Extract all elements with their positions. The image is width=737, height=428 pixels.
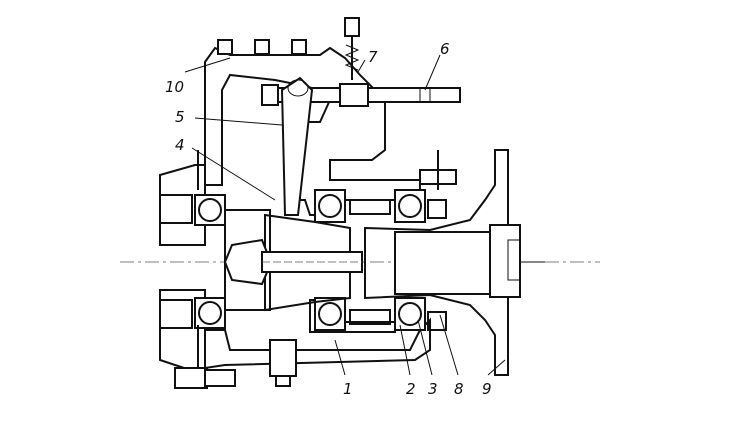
oil-seals [349, 199, 447, 331]
callout-1: 1 [343, 380, 353, 398]
callout-8: 8 [454, 380, 464, 398]
bottom-bolts [174, 325, 297, 389]
callout-10: 10 [165, 78, 184, 96]
selector-shaft [261, 83, 461, 107]
callout-6: 6 [440, 40, 450, 58]
callout-7: 7 [368, 48, 378, 66]
callout-3: 3 [428, 380, 438, 398]
callout-4: 4 [175, 136, 185, 154]
shift-lever [280, 76, 314, 216]
callout-9: 9 [482, 380, 492, 398]
flange-bolt [419, 150, 457, 190]
callout-2: 2 [406, 380, 416, 398]
callout-5: 5 [175, 108, 185, 126]
bearings [159, 189, 426, 331]
main-shaft [223, 209, 363, 312]
leader-lines [184, 54, 506, 376]
output-flange [364, 149, 545, 376]
top-studs [217, 17, 360, 80]
